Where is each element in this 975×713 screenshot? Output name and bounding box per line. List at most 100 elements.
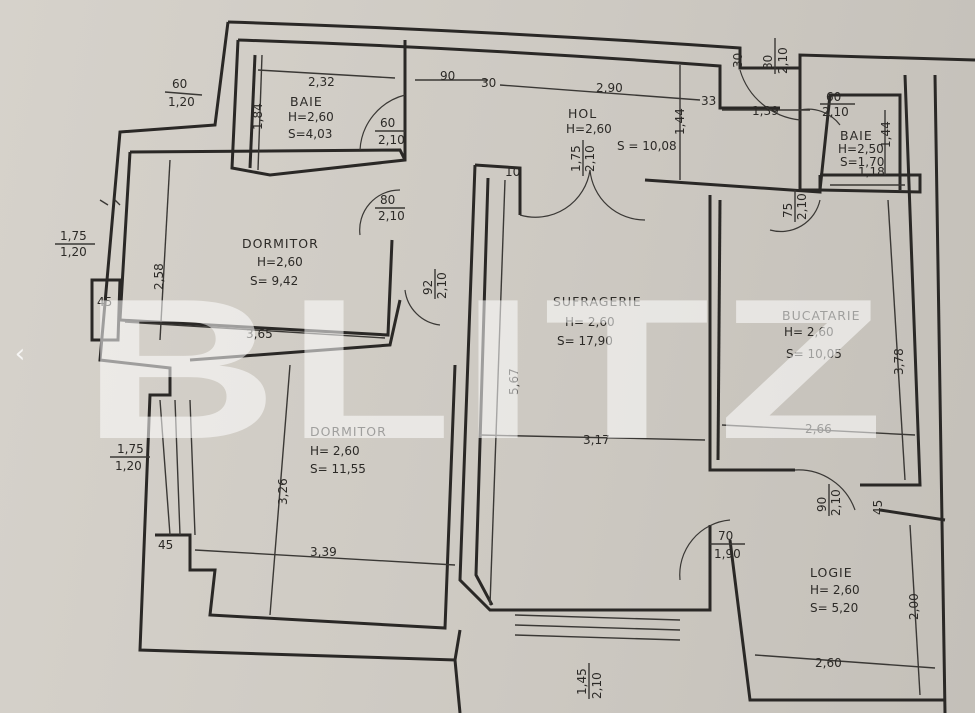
watermark-logo: BLITZ bbox=[82, 258, 892, 481]
dim-label: 45 bbox=[871, 500, 885, 515]
room-name: BAIE bbox=[290, 94, 323, 109]
svg-text:75: 75 bbox=[781, 203, 795, 218]
room-area: S=4,03 bbox=[288, 127, 332, 141]
room-name: DORMITOR bbox=[242, 236, 319, 251]
dim-label: 2,66 bbox=[805, 422, 832, 436]
opening-o1: 601,20 bbox=[164, 77, 203, 109]
svg-text:2,10: 2,10 bbox=[822, 105, 849, 119]
room-name: BAIE bbox=[840, 128, 873, 143]
dim-label: 10 bbox=[505, 165, 520, 179]
svg-text:80: 80 bbox=[380, 193, 395, 207]
svg-text:1,20: 1,20 bbox=[168, 95, 195, 109]
dim-label: 2,90 bbox=[596, 81, 623, 95]
dim-label: 45 bbox=[97, 295, 112, 309]
room-area: S= 9,42 bbox=[250, 274, 298, 288]
svg-text:60: 60 bbox=[172, 77, 187, 91]
room-area: S=1,70 bbox=[840, 155, 884, 169]
dim-label: 2,32 bbox=[308, 75, 335, 89]
dim-label: 1,84 bbox=[251, 103, 265, 130]
room-height: H=2,60 bbox=[288, 110, 334, 124]
room-baie-1: BAIE H=2,60 S=4,03 bbox=[288, 94, 334, 141]
room-height: H= 2,60 bbox=[810, 583, 860, 597]
dim-label: 3,39 bbox=[310, 545, 337, 559]
dim-label: 3,26 bbox=[276, 478, 290, 505]
dim-label: 30 bbox=[481, 76, 496, 90]
room-area: S= 17,90 bbox=[557, 334, 613, 348]
room-height: H=2,50 bbox=[838, 142, 884, 156]
opening-o4: 602,10 bbox=[820, 90, 855, 119]
room-name: SUFRAGERIE bbox=[553, 294, 642, 309]
svg-text:60: 60 bbox=[826, 90, 841, 104]
dim-label: 1,44 bbox=[879, 121, 893, 148]
dim-label: 1,44 bbox=[673, 108, 687, 135]
room-height: H=2,60 bbox=[566, 122, 612, 136]
room-hol: HOL H=2,60 S = 10,08 bbox=[566, 106, 677, 153]
dim-label: 3,78 bbox=[892, 348, 906, 375]
opening-o7: 1,75 1,20 bbox=[55, 229, 95, 259]
dim-label: 3,17 bbox=[583, 433, 610, 447]
room-sufragerie: SUFRAGERIE H= 2,60 S= 17,90 bbox=[553, 294, 642, 348]
room-area: S= 5,20 bbox=[810, 601, 858, 615]
dim-label: 3,65 bbox=[246, 327, 273, 341]
dimension-labels: 2,32 1,84 90 30 2,90 33 30 1,39 1,44 1,4… bbox=[97, 53, 921, 670]
room-name: BUCATARIE bbox=[782, 308, 861, 323]
door-swings bbox=[359, 69, 856, 581]
dim-label: 45 bbox=[158, 538, 173, 552]
room-name: DORMITOR bbox=[310, 424, 387, 439]
room-dormitor-1: DORMITOR H=2,60 S= 9,42 bbox=[242, 236, 319, 288]
svg-text:70: 70 bbox=[718, 529, 733, 543]
room-baie-2: BAIE H=2,50 S=1,70 bbox=[838, 128, 884, 169]
room-height: H= 2,60 bbox=[565, 315, 615, 329]
dim-label: 2,60 bbox=[815, 656, 842, 670]
walls bbox=[90, 20, 975, 713]
svg-text:2,10: 2,10 bbox=[795, 193, 809, 220]
svg-text:2,10: 2,10 bbox=[829, 489, 843, 516]
room-name: LOGIE bbox=[810, 565, 853, 580]
opening-o8: 802,10 bbox=[375, 193, 405, 223]
dim-label: 30 bbox=[731, 53, 745, 68]
svg-text:90: 90 bbox=[815, 497, 829, 512]
svg-text:2,10: 2,10 bbox=[435, 272, 449, 299]
svg-text:2,10: 2,10 bbox=[378, 133, 405, 147]
opening-o12: 701,90 bbox=[710, 529, 745, 561]
room-area: S= 10,05 bbox=[786, 347, 842, 361]
room-dormitor-2: DORMITOR H= 2,60 S= 11,55 bbox=[310, 424, 387, 476]
opening-o10: 1,75 1,20 bbox=[110, 442, 150, 473]
room-height: H=2,60 bbox=[257, 255, 303, 269]
svg-text:1,20: 1,20 bbox=[60, 245, 87, 259]
dim-label: 1,39 bbox=[752, 104, 779, 118]
svg-text:2,10: 2,10 bbox=[378, 209, 405, 223]
room-name: HOL bbox=[568, 106, 597, 121]
dimension-lines bbox=[124, 54, 936, 696]
room-height: H= 2,60 bbox=[784, 325, 834, 339]
dim-label: 90 bbox=[440, 69, 455, 83]
dim-label: 33 bbox=[701, 94, 716, 108]
svg-text:1,20: 1,20 bbox=[115, 459, 142, 473]
svg-text:2,10: 2,10 bbox=[590, 672, 604, 699]
svg-text:1,90: 1,90 bbox=[714, 547, 741, 561]
svg-text:1,75: 1,75 bbox=[60, 229, 87, 243]
room-logie: LOGIE H= 2,60 S= 5,20 bbox=[810, 565, 860, 615]
dim-label: 2,58 bbox=[152, 263, 166, 290]
room-bucatarie: BUCATARIE H= 2,60 S= 10,05 bbox=[782, 308, 861, 361]
svg-text:1,45: 1,45 bbox=[575, 668, 589, 695]
room-area: S= 11,55 bbox=[310, 462, 366, 476]
svg-text:60: 60 bbox=[380, 116, 395, 130]
svg-text:2,10: 2,10 bbox=[776, 47, 790, 74]
dim-label: 2,00 bbox=[907, 593, 921, 620]
svg-text:2,10: 2,10 bbox=[583, 145, 597, 172]
dim-label: 1,18 bbox=[858, 165, 885, 179]
svg-text:1,75: 1,75 bbox=[117, 442, 144, 456]
chevron-left-icon[interactable]: ‹ bbox=[14, 339, 26, 369]
svg-text:80: 80 bbox=[761, 55, 775, 70]
opening-o2: 602,10 bbox=[375, 116, 405, 147]
room-area: S = 10,08 bbox=[617, 139, 677, 153]
